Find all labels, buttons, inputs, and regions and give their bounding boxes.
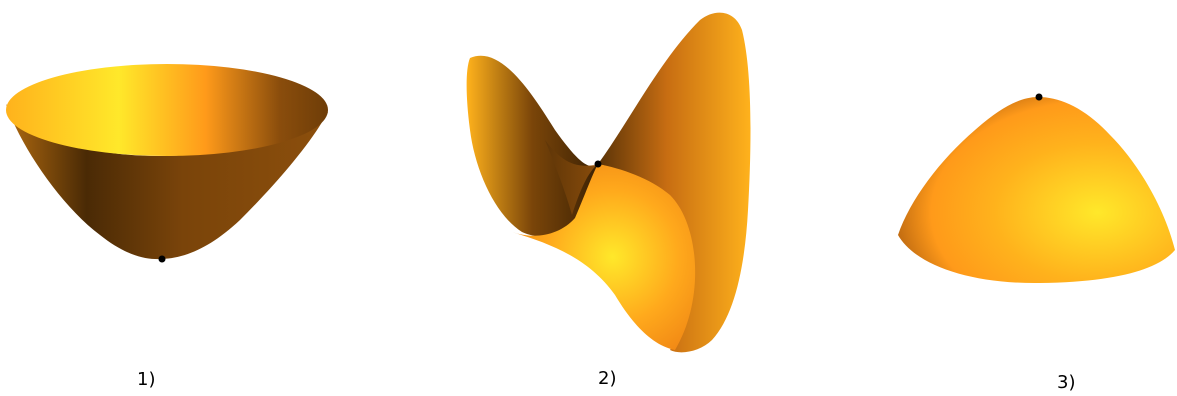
maximum-point xyxy=(1035,93,1043,101)
saddle-front-sheet xyxy=(512,164,696,350)
panel-3-label: 3) xyxy=(1057,372,1076,393)
panel-1-label: 1) xyxy=(137,369,156,390)
panel-2-saddle xyxy=(466,12,751,353)
bowl-outer-surface xyxy=(6,104,328,260)
panel-3-cap xyxy=(898,93,1175,284)
saddle-point xyxy=(594,160,602,168)
panel-1-bowl xyxy=(6,64,328,263)
saddle-back-sheet xyxy=(466,55,598,237)
minimum-point xyxy=(158,255,166,263)
bowl-inner-rim xyxy=(6,64,328,156)
saddle-fold xyxy=(545,140,598,215)
saddle-right-sheet xyxy=(598,12,751,353)
panel-2-label: 2) xyxy=(598,368,617,389)
cap-surface xyxy=(898,97,1175,284)
